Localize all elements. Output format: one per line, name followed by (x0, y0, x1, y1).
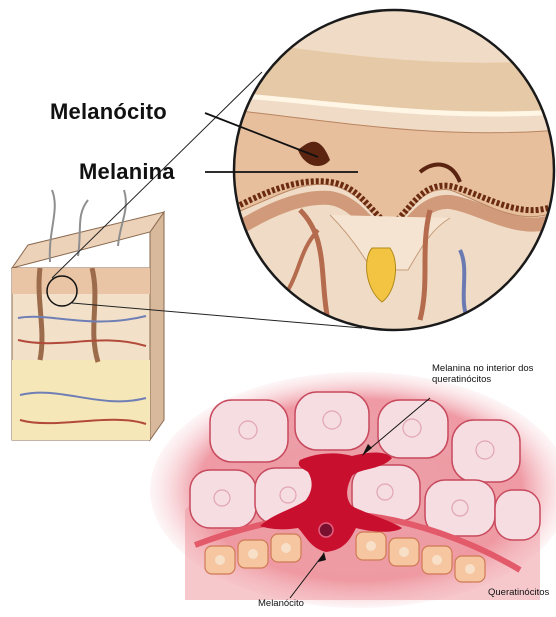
melanina-interior-label: Melanina no interior dos queratinócitos (432, 363, 533, 385)
queratinocitos-label: Queratinócitos (488, 587, 549, 598)
melanina-label: Melanina (79, 159, 175, 185)
magnified-skin-section (230, 0, 556, 340)
skin-block-illustration (12, 190, 164, 440)
keratinocyte-diagram (150, 372, 556, 608)
melanocyte-nucleus (319, 523, 333, 537)
melanocito-label: Melanócito (50, 99, 167, 125)
melanocito-bottom-label: Melanócito (258, 598, 304, 609)
